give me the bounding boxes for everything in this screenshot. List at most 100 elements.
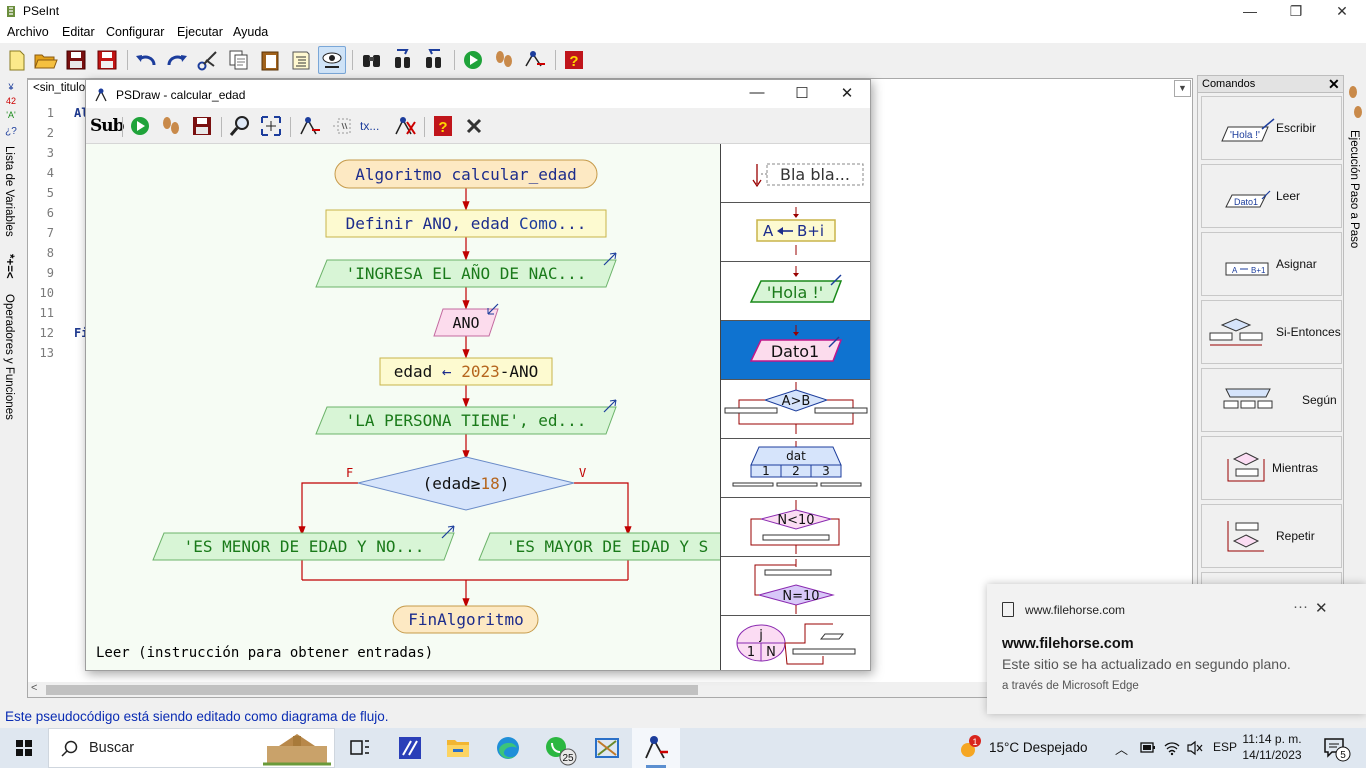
comment-icon[interactable] [329, 114, 353, 138]
close-button[interactable]: ✕ [1336, 3, 1348, 19]
weather-icon[interactable]: 1 [955, 734, 983, 762]
psdraw-step-icon[interactable] [159, 114, 183, 138]
tab-ejecucion-paso-a-paso[interactable]: Ejecución Paso a Paso [1348, 130, 1360, 249]
open-folder-icon[interactable] [31, 46, 59, 74]
find-next-icon[interactable] [420, 46, 448, 74]
notification-toast[interactable]: www.filehorse.com ··· ✕ www.filehorse.co… [987, 584, 1366, 714]
toast-close-button[interactable]: ✕ [1315, 600, 1328, 617]
menu-ayuda[interactable]: Ayuda [233, 25, 269, 39]
palette-repeat[interactable]: N=10 [721, 557, 870, 616]
flow-print-true-text: 'ES MAYOR DE EDAD Y S [506, 537, 708, 556]
svg-text:¥: ¥ [7, 82, 14, 92]
command-asignar[interactable]: A B+1 Asignar [1201, 232, 1342, 296]
tools-icon[interactable] [393, 114, 417, 138]
psdraw-run-icon[interactable] [128, 114, 152, 138]
weather-text[interactable]: 15°C Despejado [989, 740, 1088, 755]
flowchart-canvas[interactable]: Algoritmo calcular_edad Definir ANO, eda… [86, 144, 720, 670]
psdraw-window: PSDraw - calcular_edad — ☐ ✕ Sub tx... [85, 79, 871, 671]
clock[interactable]: 11:14 p. m. 14/11/2023 [1240, 731, 1304, 763]
psdraw-maximize-button[interactable]: ☐ [795, 85, 809, 102]
menu-ejecutar[interactable]: Ejecutar [177, 25, 223, 39]
command-si-entonces[interactable]: Si-Entonces [1201, 300, 1342, 364]
palette-switch[interactable]: dat 1 2 3 [721, 439, 870, 498]
command-segun[interactable]: Según [1201, 368, 1342, 432]
psdraw-taskbar-icon[interactable] [632, 728, 680, 768]
menu-configurar[interactable]: Configurar [106, 25, 165, 39]
notification-count: 5 [1340, 750, 1346, 761]
menu-editar[interactable]: Editar [62, 25, 95, 39]
paste-icon[interactable] [256, 46, 284, 74]
language-indicator[interactable]: ESP [1213, 740, 1238, 754]
editor-tab[interactable]: <sin_titulo> [27, 79, 87, 98]
show-hidden-icons-icon[interactable]: ︿ [1115, 742, 1129, 757]
tool-icon[interactable] [583, 728, 631, 768]
cut-icon[interactable] [194, 46, 222, 74]
command-escribir[interactable]: 'Hola !' Escribir [1201, 96, 1342, 160]
fit-icon[interactable] [259, 114, 283, 138]
command-repetir[interactable]: Repetir [1201, 504, 1342, 568]
psdraw-close-icon[interactable] [462, 114, 486, 138]
new-file-icon[interactable] [3, 46, 31, 74]
battery-icon[interactable] [1140, 741, 1156, 755]
app-icon[interactable] [386, 728, 434, 768]
menu-archivo[interactable]: Archivo [7, 25, 49, 39]
sub-icon[interactable]: Sub [90, 116, 125, 136]
pseint-icon[interactable] [298, 114, 322, 138]
palette-switch-var: dat [786, 449, 806, 463]
file-explorer-icon[interactable] [434, 728, 482, 768]
text-icon[interactable]: tx... [360, 119, 380, 133]
psdraw-close-button[interactable]: ✕ [840, 85, 854, 102]
save-icon[interactable] [62, 46, 90, 74]
scrollbar-thumb[interactable] [46, 685, 698, 695]
tab-list-dropdown[interactable]: ▼ [1174, 80, 1191, 97]
edge-icon[interactable] [484, 728, 532, 768]
editor-horizontal-scrollbar[interactable]: < [28, 682, 988, 697]
draw-flowchart-icon[interactable] [521, 46, 549, 74]
task-view-icon[interactable] [336, 728, 384, 768]
maximize-button[interactable]: ❐ [1289, 3, 1303, 19]
palette-while[interactable]: N<10 [721, 498, 870, 557]
line-number: 12 [39, 326, 54, 340]
undo-icon[interactable] [132, 46, 160, 74]
comandos-title: Comandos [1202, 78, 1256, 90]
run-icon[interactable] [459, 46, 487, 74]
find-icon[interactable] [358, 46, 386, 74]
save-as-icon[interactable] [93, 46, 121, 74]
tab-lista-de-variables[interactable]: Lista de Variables [3, 146, 15, 237]
flow-read-shape [433, 308, 499, 337]
wifi-icon[interactable] [1163, 740, 1181, 756]
copy-icon[interactable] [225, 46, 253, 74]
redo-icon[interactable] [163, 46, 191, 74]
palette-for[interactable]: j 1 N [721, 616, 870, 670]
psdraw-minimize-button[interactable]: — [749, 84, 765, 101]
minimize-button[interactable]: — [1243, 3, 1257, 19]
help-icon[interactable]: ? [560, 46, 588, 74]
tab-operadores-y-funciones[interactable]: Operadores y Funciones [3, 294, 15, 420]
si-entonces-command-icon [1209, 318, 1263, 346]
command-leer[interactable]: Dato1 Leer [1201, 164, 1342, 228]
palette-comment[interactable]: Bla bla... [721, 144, 870, 203]
find-prev-icon[interactable] [389, 46, 417, 74]
indent-icon[interactable] [287, 46, 315, 74]
command-para-partial[interactable] [1201, 572, 1342, 584]
scroll-left-icon[interactable]: < [31, 682, 38, 694]
palette-assign[interactable]: A B+i [721, 203, 870, 262]
palette-read[interactable]: Dato1 [721, 321, 870, 380]
psdraw-save-icon[interactable] [190, 114, 214, 138]
comandos-close-icon[interactable]: ✕ [1328, 76, 1340, 92]
whatsapp-icon[interactable]: 25 [534, 728, 582, 768]
psdraw-help-icon[interactable]: ? [431, 114, 455, 138]
command-label: Asignar [1276, 257, 1317, 271]
start-button[interactable] [0, 728, 48, 768]
palette-write[interactable]: 'Hola !' [721, 262, 870, 321]
palette-if[interactable]: A>B [721, 380, 870, 439]
zoom-icon[interactable] [228, 114, 252, 138]
view-flowchart-icon[interactable] [318, 46, 346, 74]
volume-muted-icon[interactable] [1186, 740, 1204, 756]
taskbar-search-box[interactable]: Buscar [48, 728, 335, 768]
notification-center-icon[interactable]: 5 [1322, 736, 1352, 762]
line-number: 3 [46, 146, 54, 160]
command-mientras[interactable]: Mientras [1201, 436, 1342, 500]
more-options-icon[interactable]: ··· [1293, 598, 1308, 615]
step-icon[interactable] [490, 46, 518, 74]
